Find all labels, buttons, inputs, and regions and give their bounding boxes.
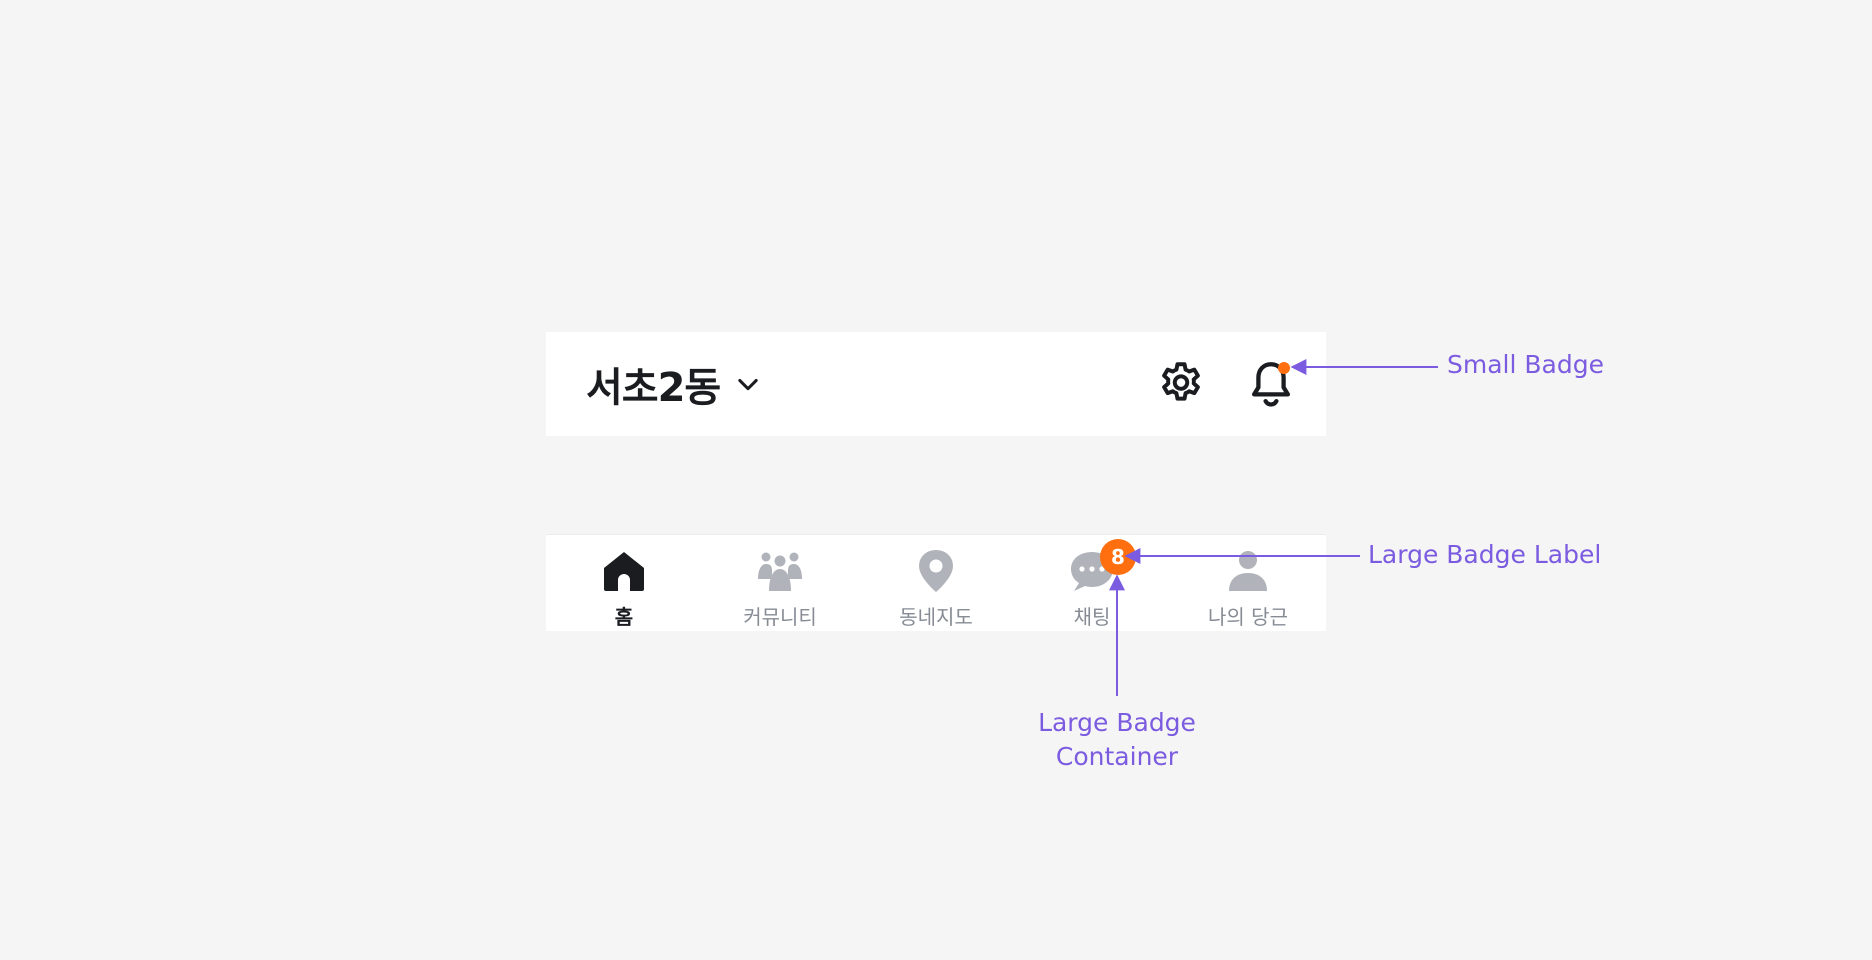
location-selector[interactable]: 서초2동 xyxy=(586,356,762,412)
tab-chat[interactable]: 채팅 xyxy=(1014,535,1170,631)
annotation-large-badge-label: Large Badge Label xyxy=(1368,540,1602,569)
community-icon xyxy=(758,552,802,591)
tab-label: 나의 당근 xyxy=(1208,605,1288,629)
map-pin-icon xyxy=(919,550,953,592)
tab-community[interactable]: 커뮤니티 xyxy=(702,535,858,631)
tab-neighborhood-map[interactable]: 동네지도 xyxy=(858,535,1014,631)
bell-icon[interactable] xyxy=(1244,357,1298,411)
top-app-bar: 서초2동 xyxy=(546,332,1326,436)
tab-label: 커뮤니티 xyxy=(743,605,817,629)
home-icon xyxy=(604,552,644,591)
location-title: 서초2동 xyxy=(586,365,721,411)
annotation-large-badge-container: Large Badge Container xyxy=(1038,708,1196,771)
small-badge xyxy=(1278,362,1290,374)
tab-my-page[interactable]: 나의 당근 xyxy=(1170,535,1326,631)
chevron-down-icon xyxy=(738,378,758,391)
tab-label: 동네지도 xyxy=(899,605,973,629)
large-badge-container: 8 xyxy=(1100,539,1136,575)
annotation-small-badge: Small Badge xyxy=(1447,350,1604,379)
tab-home[interactable]: 홈 xyxy=(546,535,702,631)
gear-icon[interactable] xyxy=(1156,359,1206,409)
user-icon xyxy=(1229,551,1267,591)
tab-label: 채팅 xyxy=(1073,605,1111,629)
tab-label: 홈 xyxy=(614,605,634,629)
large-badge-label: 8 xyxy=(1111,545,1125,569)
bottom-tab-bar: 홈 커뮤니티 동네지도 채팅 나의 xyxy=(546,534,1326,631)
